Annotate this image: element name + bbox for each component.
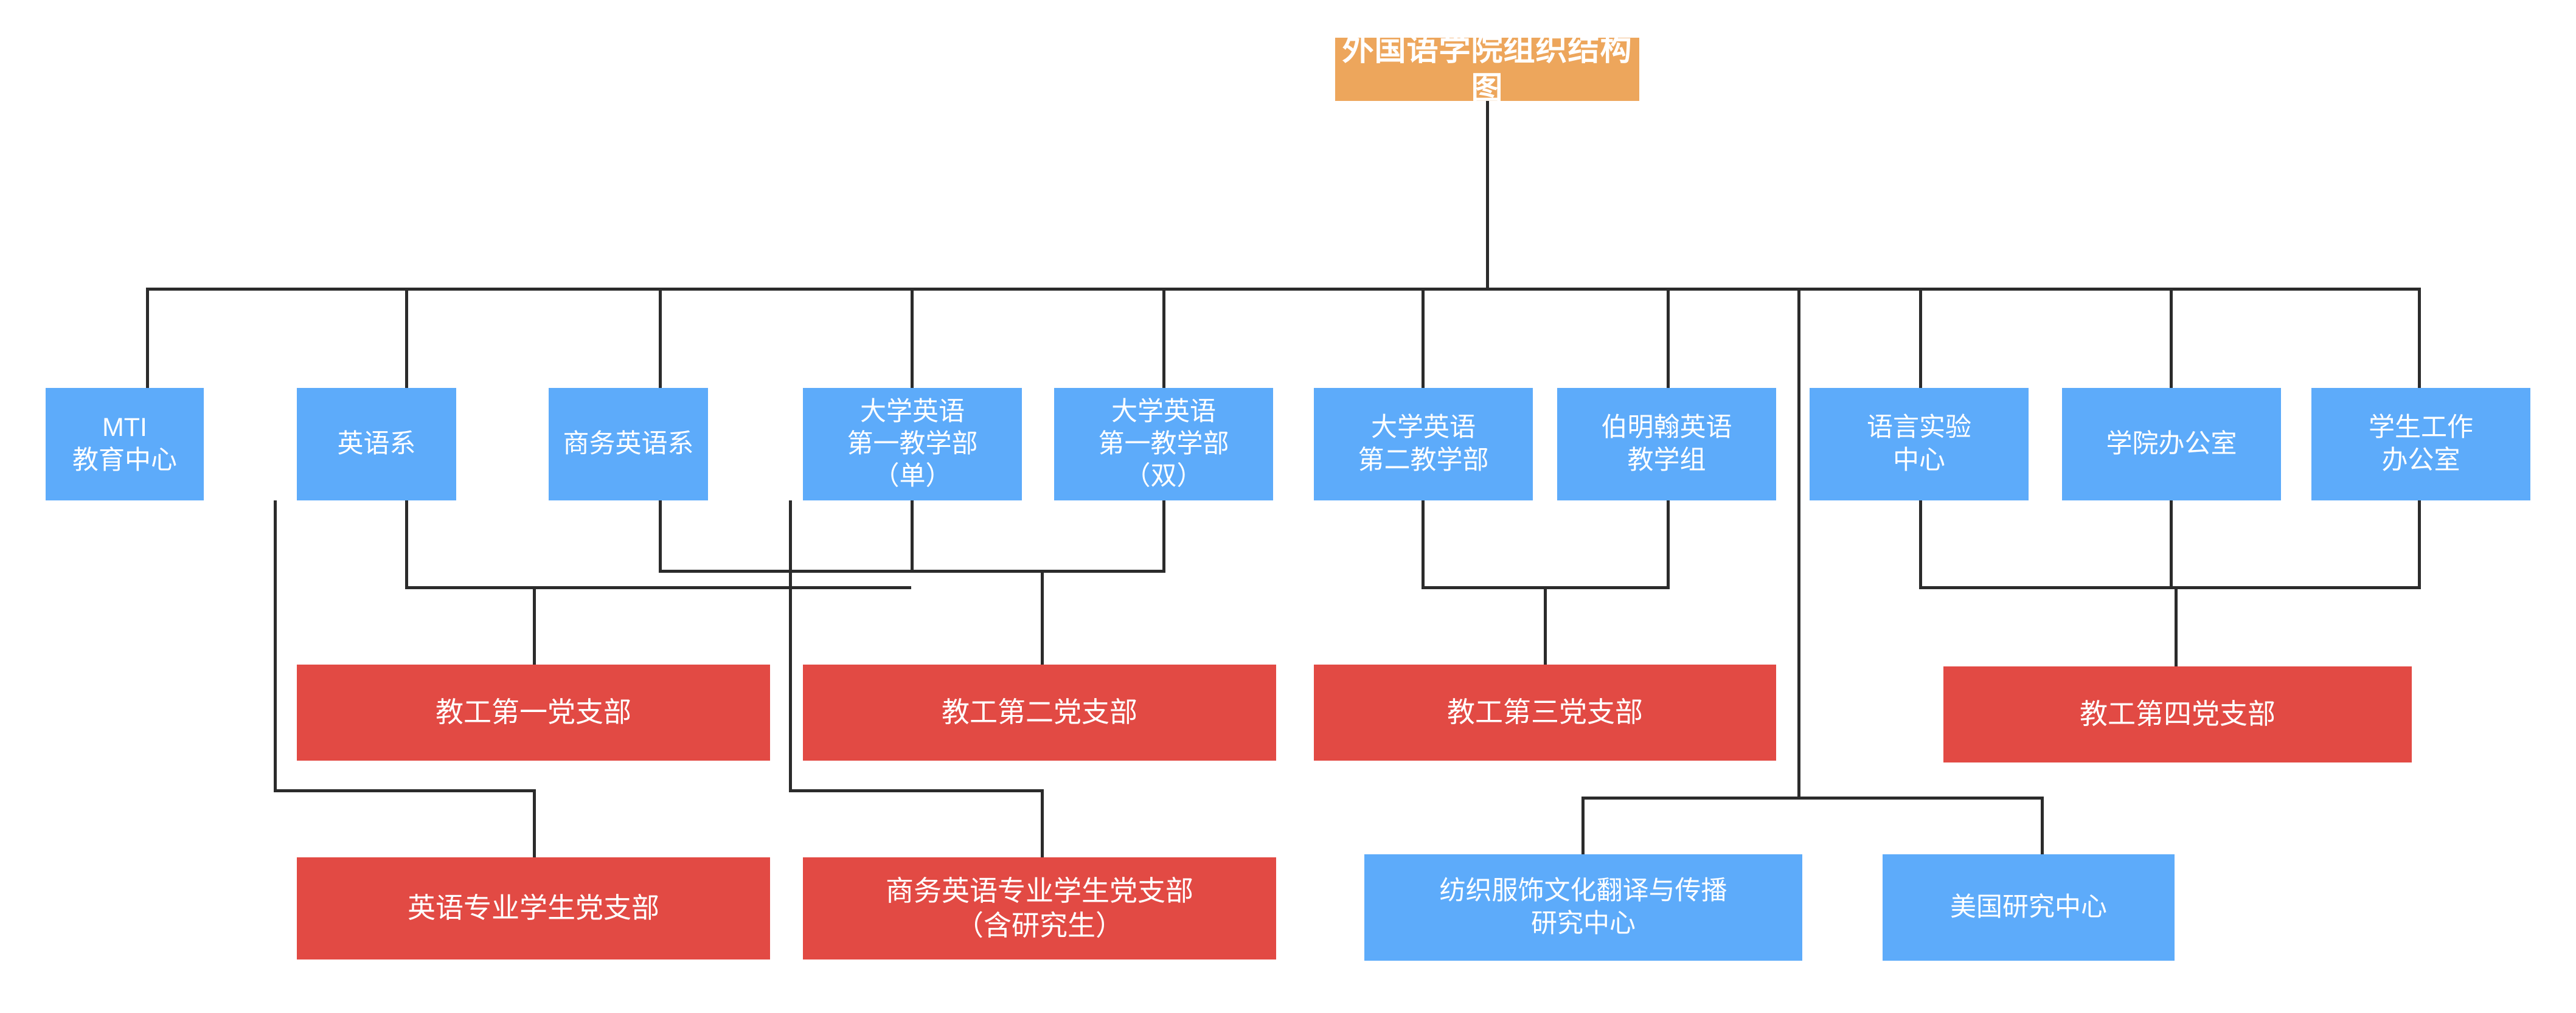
connector-drop-english (405, 288, 408, 388)
node-dept-student-affairs-office[interactable]: 学生工作 办公室 (2311, 388, 2530, 500)
connector-bus-staff2 (659, 570, 1165, 573)
connector-drop-student-office (2418, 288, 2421, 388)
connector-drop-ce1-even (1162, 288, 1165, 388)
connector-drop-staff2 (1041, 570, 1044, 665)
connector-bus-staff1 (405, 586, 911, 589)
connector-drop-mti (146, 288, 149, 388)
connector-bus-staff4 (1919, 586, 2421, 589)
connector-drop-staff4 (2175, 586, 2178, 666)
connector-stem-english (405, 500, 408, 589)
node-party-student-branch-english[interactable]: 英语专业学生党支部 (297, 857, 770, 959)
node-party-staff-branch-2[interactable]: 教工第二党支部 (803, 665, 1276, 761)
connector-bus-student-english (274, 789, 535, 792)
connector-stem-ce2 (1422, 500, 1425, 589)
node-dept-college-english-1-odd[interactable]: 大学英语 第一教学部 （单） (803, 388, 1022, 500)
connector-stem-ce1-even (1162, 500, 1165, 572)
node-dept-business-english[interactable]: 商务英语系 (549, 388, 708, 500)
connector-drop-lab (1919, 288, 1922, 388)
connector-drop-staff3 (1544, 586, 1547, 665)
node-research-center-textile[interactable]: 纺织服饰文化翻译与传播 研究中心 (1364, 854, 1802, 961)
node-dept-college-office[interactable]: 学院办公室 (2062, 388, 2281, 500)
node-dept-college-english-1-even[interactable]: 大学英语 第一教学部 （双） (1054, 388, 1273, 500)
node-dept-english[interactable]: 英语系 (297, 388, 456, 500)
connector-stem-college-office (2170, 500, 2173, 589)
connector-stem-birmingham (1667, 500, 1670, 589)
connector-long-business-student (789, 500, 792, 792)
connector-root-trunk (1486, 101, 1489, 289)
connector-stem-ce1-odd (911, 500, 914, 572)
connector-drop-textile-center (1581, 797, 1585, 857)
node-party-student-branch-business[interactable]: 商务英语专业学生党支部 （含研究生） (803, 857, 1276, 959)
connector-drop-birmingham (1667, 288, 1670, 388)
node-research-center-america[interactable]: 美国研究中心 (1883, 854, 2175, 961)
connector-stem-student-office (2418, 500, 2421, 589)
connector-drop-ce1-odd (911, 288, 914, 388)
connector-drop-america-center (2041, 797, 2044, 857)
node-dept-birmingham-group[interactable]: 伯明翰英语 教学组 (1557, 388, 1776, 500)
connector-bus-research-centers (1581, 797, 2044, 800)
connector-drop-student-english (533, 789, 536, 857)
connector-long-english-student (274, 500, 277, 792)
connector-drop-ce2 (1422, 288, 1425, 388)
node-root-title[interactable]: 外国语学院组织结构图 (1335, 32, 1639, 106)
node-dept-language-lab[interactable]: 语言实验 中心 (1810, 388, 2029, 500)
connector-drop-business (659, 288, 662, 388)
connector-long-research-centers (1797, 288, 1800, 798)
node-party-staff-branch-1[interactable]: 教工第一党支部 (297, 665, 770, 761)
connector-bus-student-business (789, 789, 1044, 792)
connector-stem-lab (1919, 500, 1922, 589)
node-party-staff-branch-3[interactable]: 教工第三党支部 (1314, 665, 1776, 761)
connector-drop-student-business (1041, 789, 1044, 857)
connector-stem-business (659, 500, 662, 572)
connector-main-bus (146, 288, 2421, 291)
node-party-staff-branch-4[interactable]: 教工第四党支部 (1943, 666, 2412, 762)
node-dept-mti[interactable]: MTI 教育中心 (46, 388, 204, 500)
connector-drop-staff1 (533, 586, 536, 665)
connector-drop-college-office (2170, 288, 2173, 388)
node-dept-college-english-2[interactable]: 大学英语 第二教学部 (1314, 388, 1533, 500)
